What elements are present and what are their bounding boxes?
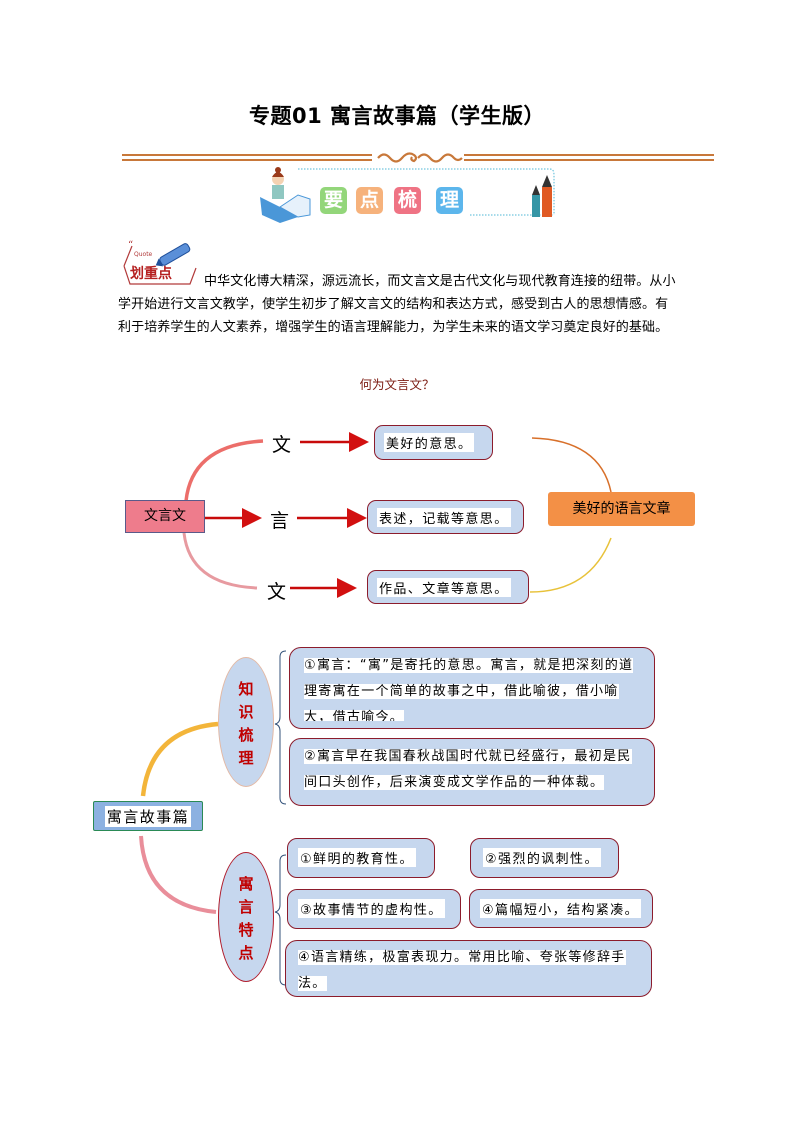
intro-paragraph: 中华文化博大精深，源远流长，而文言文是古代文化与现代教育连接的纽带。从小学开始进… (118, 274, 676, 335)
diagram-heading: 何为文言文？ (359, 377, 435, 392)
features-char-3: 特 (238, 921, 254, 939)
feature-text-5: ④语言精练，极富表现力。常用比喻、夸张等修辞手法。 (298, 950, 626, 991)
meaning-box-3: 作品、文章等意思。 (367, 570, 529, 604)
svg-text:Quote: Quote (134, 251, 153, 258)
features-char-2: 言 (238, 898, 254, 916)
knowledge-text-1: ①寓言：“寓”是寄托的意思。寓言，就是把深刻的道理寄寓在一个简单的故事之中，借此… (304, 658, 634, 721)
banner-tile-2: 点 (356, 187, 383, 214)
feature-text-4: ④篇幅短小，结构紧凑。 (480, 899, 642, 918)
banner-tile-1: 要 (320, 187, 347, 214)
meaning-box-2: 表述，记载等意思。 (367, 500, 524, 534)
knowledge-text-2: ②寓言早在我国春秋战国时代就已经盛行，最初是民间口头创作，后来演变成文学作品的一… (304, 749, 632, 790)
features-char-4: 点 (238, 944, 254, 962)
node-beautiful-writing: 美好的语言文章 (548, 492, 695, 526)
branch-curve-features (139, 835, 217, 914)
svg-text:划重点: 划重点 (130, 265, 172, 282)
node-fable-stories: 寓言故事篇 (93, 801, 203, 831)
meaning-text-2: 表述，记载等意思。 (377, 508, 511, 527)
meaning-box-1: 美好的意思。 (374, 425, 493, 460)
feature-text-2: ②强烈的讽刺性。 (483, 848, 601, 867)
feature-box-5: ④语言精练，极富表现力。常用比喻、夸张等修辞手法。 (285, 940, 652, 997)
feature-box-2: ②强烈的讽刺性。 (470, 838, 619, 878)
brace-knowledge (274, 650, 287, 805)
merge-curve-top (531, 437, 612, 493)
node-root-text: 寓言故事篇 (104, 806, 192, 827)
feature-box-3: ③故事情节的虚构性。 (287, 889, 461, 929)
banner-tile-3: 梳 (394, 187, 421, 214)
ellipse-knowledge: 知 识 梳 理 (218, 657, 274, 787)
knowledge-char-3: 梳 (238, 726, 254, 744)
knowledge-char-2: 识 (238, 703, 254, 721)
banner-frame (260, 167, 555, 223)
brace-features (274, 854, 287, 986)
knowledge-box-2: ②寓言早在我国春秋战国时代就已经盛行，最初是民间口头创作，后来演变成文学作品的一… (289, 738, 655, 806)
reading-girl-icon (260, 167, 311, 223)
knowledge-char-4: 理 (238, 749, 254, 767)
banner-tile-4: 理 (436, 187, 463, 214)
knowledge-box-1: ①寓言：“寓”是寄托的意思。寓言，就是把深刻的道理寄寓在一个简单的故事之中，借此… (289, 647, 655, 729)
char-wen-1: 文 (272, 434, 292, 456)
key-points-banner: 要 点 梳 理 (258, 165, 564, 223)
feature-box-4: ④篇幅短小，结构紧凑。 (469, 889, 653, 928)
char-yan: 言 (270, 510, 290, 532)
merge-curve-bottom (529, 537, 612, 593)
knowledge-char-1: 知 (238, 680, 254, 698)
ornamental-divider (122, 152, 714, 163)
quote-pen-icon: “ Quote 划重点 (123, 240, 197, 285)
branch-curve-bottom (182, 532, 258, 590)
feature-text-3: ③故事情节的虚构性。 (298, 899, 445, 918)
branch-curve-top (184, 439, 264, 502)
node-wenyanwen: 文言文 (125, 500, 205, 533)
branch-curve-knowledge (140, 721, 219, 797)
meaning-text-3: 作品、文章等意思。 (377, 578, 511, 597)
meaning-text-1: 美好的意思。 (384, 433, 475, 452)
features-char-1: 寓 (238, 875, 254, 893)
pencils-icon (532, 175, 552, 217)
feature-box-1: ①鲜明的教育性。 (287, 838, 435, 878)
ellipse-features: 寓 言 特 点 (218, 852, 274, 982)
page-title: 专题01 寓言故事篇（学生版） (248, 104, 546, 128)
char-wen-2: 文 (267, 581, 287, 603)
feature-text-1: ①鲜明的教育性。 (298, 848, 416, 867)
svg-text:“: “ (128, 240, 133, 251)
highlight-badge: “ Quote 划重点 (118, 238, 198, 288)
